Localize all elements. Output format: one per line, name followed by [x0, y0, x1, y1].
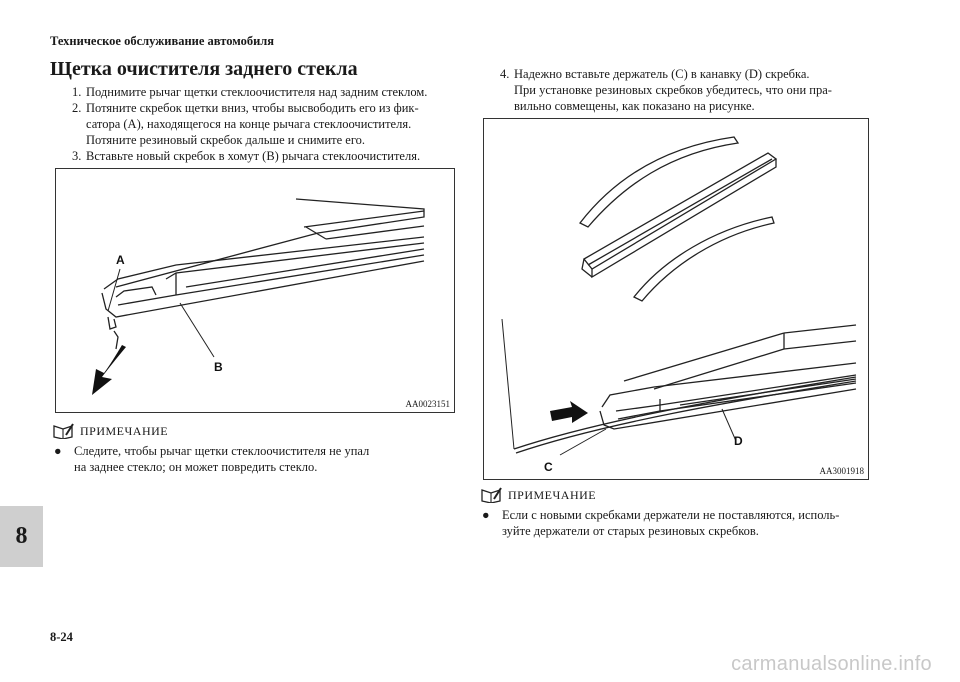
watermark: carmanualsonline.info	[731, 653, 932, 675]
note-item: ● Следите, чтобы рычаг щетки стеклоочист…	[52, 443, 432, 475]
figure-wiper-removal: A B AA0023151	[55, 168, 455, 413]
callout-a: A	[116, 253, 125, 267]
callout-c: C	[544, 460, 553, 474]
step-text: При установке резиновых скребков убедите…	[514, 83, 832, 97]
page-number: 8-24	[50, 630, 73, 644]
step-text: вильно совмещены, как показано на рисунк…	[514, 99, 755, 113]
step-text: Вставьте новый скребок в хомут (B) рычаг…	[86, 149, 421, 163]
note-text: Следите, чтобы рычаг щетки стеклоочистит…	[74, 444, 370, 458]
note-text: на заднее стекло; он может повредить сте…	[74, 460, 318, 474]
figure-code: AA3001918	[819, 466, 865, 476]
step-text: Потяните скребок щетки вниз, чтобы высво…	[86, 101, 419, 115]
wiper-installation-illustration: C D	[501, 136, 857, 474]
step-text: Поднимите рычаг щетки стеклоочистителя н…	[86, 85, 428, 99]
wiper-removal-illustration: A B	[92, 198, 425, 395]
step-text: Надежно вставьте держатель (C) в канавку…	[514, 67, 810, 81]
running-header: Техническое обслуживание автомобиля	[50, 34, 275, 48]
figure-code: AA0023151	[405, 399, 451, 409]
note-heading: ПРИМЕЧАНИЕ	[80, 424, 169, 438]
note-text: зуйте держатели от старых резиновых скре…	[502, 524, 759, 538]
callout-d: D	[734, 434, 743, 448]
steps-list-left: 1. Поднимите рычаг щетки стеклоочистител…	[72, 84, 462, 164]
callout-b: B	[214, 360, 223, 374]
step-item: 4. Надежно вставьте держатель (C) в кана…	[500, 66, 900, 114]
step-text: сатора (A), находящегося на конце рычага…	[86, 117, 412, 131]
section-title: Щетка очистителя заднего стекла	[50, 58, 358, 80]
note-text: Если с новыми скребками держатели не пос…	[502, 508, 840, 522]
direction-arrow-icon	[92, 345, 126, 395]
chapter-tab: 8	[0, 506, 43, 567]
steps-list-right: 4. Надежно вставьте держатель (C) в кана…	[500, 66, 900, 114]
step-item: 1. Поднимите рычаг щетки стеклоочистител…	[72, 84, 462, 100]
note-block: ПРИМЕЧАНИЕ ● Следите, чтобы рычаг щетки …	[52, 423, 432, 475]
step-text: Потяните резиновый скребок дальше и сним…	[86, 133, 366, 147]
note-pen-icon	[53, 423, 74, 439]
note-heading: ПРИМЕЧАНИЕ	[508, 488, 597, 502]
step-item: 2. Потяните скребок щетки вниз, чтобы вы…	[72, 100, 462, 148]
note-pen-icon	[481, 487, 502, 503]
note-item: ● Если с новыми скребками держатели не п…	[480, 507, 900, 539]
figure-wiper-installation: C D AA3001918	[483, 118, 869, 480]
direction-arrow-icon	[550, 401, 588, 423]
bullet-icon: ●	[54, 444, 62, 458]
step-item: 3. Вставьте новый скребок в хомут (B) ры…	[72, 148, 462, 164]
note-block: ПРИМЕЧАНИЕ ● Если с новыми скребками дер…	[480, 487, 900, 539]
bullet-icon: ●	[482, 508, 490, 522]
